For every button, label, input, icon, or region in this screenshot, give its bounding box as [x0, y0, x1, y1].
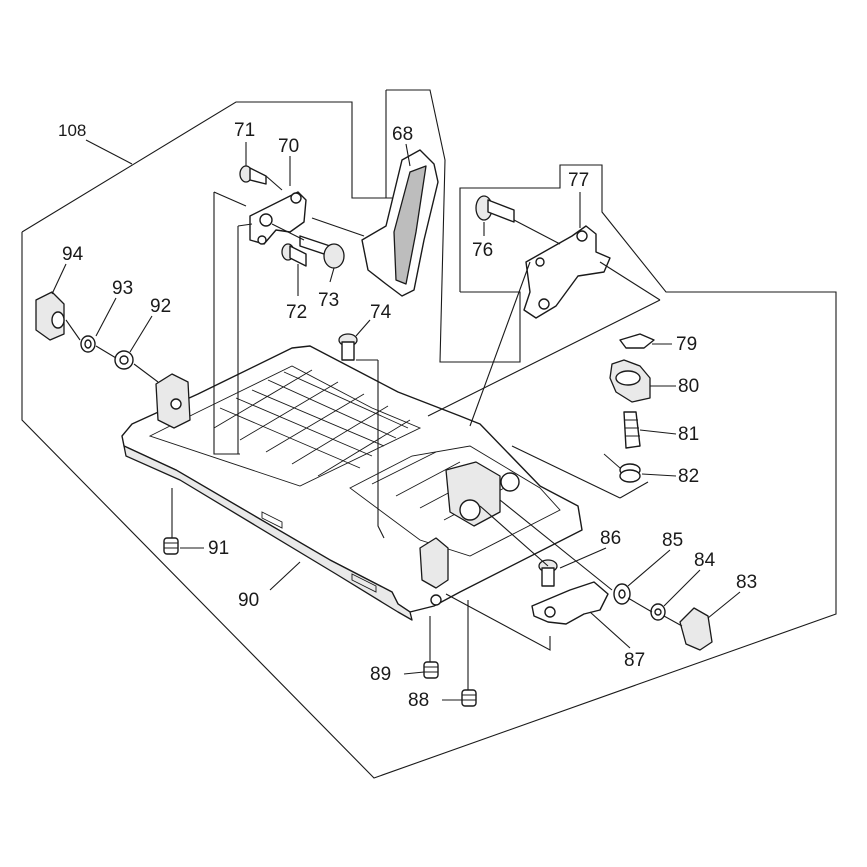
- part-72-pin: [281, 243, 307, 267]
- label-68: 68: [392, 124, 413, 145]
- label-93: 93: [112, 278, 133, 299]
- part-71-screw: [239, 165, 267, 185]
- label-90: 90: [238, 590, 259, 611]
- label-82: 82: [678, 466, 699, 487]
- part-92-washer: [114, 350, 134, 370]
- part-85-washer: [613, 583, 631, 605]
- part-68-lever: [361, 149, 439, 297]
- label-70: 70: [278, 136, 299, 157]
- label-72: 72: [286, 302, 307, 323]
- label-108: 108: [58, 121, 86, 140]
- assembly-guide-lines: [65, 175, 683, 690]
- part-70-bracket: [249, 191, 307, 245]
- base-plate: [121, 345, 583, 621]
- part-80-cam: [609, 359, 651, 403]
- label-91: 91: [208, 538, 229, 559]
- label-86: 86: [600, 528, 621, 549]
- assembly-108-boundary: [21, 101, 394, 233]
- label-74: 74: [370, 302, 392, 323]
- label-94: 94: [62, 244, 84, 265]
- label-84: 84: [694, 550, 716, 571]
- label-85: 85: [662, 530, 683, 551]
- part-73-bolt: [299, 235, 345, 269]
- part-91-spring: [163, 537, 179, 555]
- part-76-screw: [475, 195, 515, 223]
- leader-lines: [51, 139, 741, 701]
- label-88: 88: [408, 690, 429, 711]
- label-81: 81: [678, 424, 699, 445]
- label-92: 92: [150, 296, 171, 317]
- label-80: 80: [678, 376, 699, 397]
- label-77: 77: [568, 170, 589, 191]
- part-84-ring: [650, 603, 666, 621]
- label-79: 79: [676, 334, 697, 355]
- label-76: 76: [472, 240, 493, 261]
- assembly-108-boundary-left: [21, 164, 837, 779]
- part-86-screw: [538, 559, 558, 587]
- part-87-bracket: [531, 581, 609, 625]
- label-73: 73: [318, 290, 339, 311]
- label-83: 83: [736, 572, 757, 593]
- part-77-linkage: [523, 225, 611, 319]
- part-79-clip: [619, 333, 655, 349]
- lever-68-frame: [386, 89, 521, 363]
- label-71: 71: [234, 120, 255, 141]
- part-83-knob: [679, 607, 713, 651]
- part-93-ring: [80, 335, 96, 353]
- part-94-knob: [35, 291, 65, 341]
- label-87: 87: [624, 650, 645, 671]
- part-89-spring: [423, 661, 439, 679]
- part-81-shaft: [623, 411, 641, 449]
- part-74-pin: [338, 333, 358, 361]
- label-89: 89: [370, 664, 391, 685]
- part-labels: 108 71 70 68 77 76 94 93 92 72 73 74 79 …: [58, 120, 757, 711]
- part-88-spring: [461, 689, 477, 707]
- part-82-spring: [603, 453, 641, 483]
